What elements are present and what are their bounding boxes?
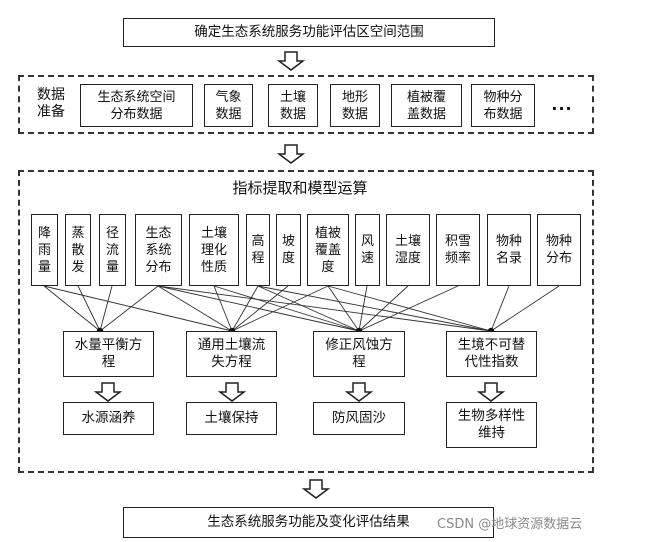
indicator-evapotranspiration: 蒸 散 发 [65, 214, 91, 286]
indicator-link-9 [43, 285, 233, 332]
model-habitat-irreplaceability: 生境不可替 代性指数 [446, 331, 537, 377]
indicator-link-12 [327, 285, 360, 332]
indicator-link-21 [327, 285, 492, 332]
watermark: CSDN @地球资源数据云 [437, 517, 583, 532]
indicator-link-16 [257, 285, 360, 332]
indicator-link-8 [231, 285, 329, 332]
model-section [18, 170, 594, 473]
indicator-soil-properties: 土壤 理化 性质 [189, 214, 239, 286]
indicator-link-5 [213, 285, 233, 332]
indicator-species-list: 物种 名录 [487, 214, 531, 286]
indicator-rainfall: 降 雨 量 [31, 214, 58, 286]
indicator-elevation: 高 程 [246, 214, 270, 286]
data-item-meteorology: 气象 数据 [204, 84, 253, 127]
flow-arrow-2 [276, 144, 306, 164]
model-water-balance: 水量平衡方 程 [63, 331, 154, 377]
indicator-link-19 [490, 285, 560, 332]
indicator-ecosystem-distribution: 生态 系统 分布 [135, 214, 182, 286]
indicator-link-3 [99, 285, 159, 332]
indicator-link-6 [231, 285, 259, 332]
indicator-link-11 [213, 285, 360, 332]
indicator-link-18 [490, 285, 510, 332]
indicator-vegetation-coverage: 植被 覆盖 度 [307, 214, 349, 286]
result-soil-conservation: 土壤保持 [186, 402, 277, 435]
indicator-link-13 [358, 285, 368, 332]
result-water-conservation: 水源涵养 [63, 402, 154, 435]
indicator-link-2 [99, 285, 113, 332]
data-preparation-section [18, 75, 594, 134]
flow-arrow-1 [276, 51, 306, 71]
indicator-runoff: 径 流 量 [99, 214, 126, 286]
result-arrow-1 [93, 382, 123, 402]
indicator-link-1 [77, 285, 101, 332]
data-item-species: 物种分 布数据 [471, 84, 535, 127]
data-preparation-label: 数据 准备 [37, 87, 65, 120]
indicator-link-17 [157, 285, 492, 332]
result-biodiversity: 生物多样性 维持 [446, 402, 537, 448]
data-item-ecosystem: 生态系统空间 分布数据 [80, 84, 193, 127]
data-item-soil: 土壤 数据 [268, 84, 318, 127]
scope-box: 确定生态系统服务功能评估区空间范围 [123, 18, 495, 47]
result-arrow-4 [476, 382, 506, 402]
indicator-link-14 [358, 285, 409, 332]
indicator-species-distribution: 物种 分布 [537, 214, 581, 286]
indicator-snow-frequency: 积雪 频率 [436, 214, 480, 286]
indicator-link-10 [157, 285, 360, 332]
data-item-vegetation: 植被覆 盖数据 [391, 84, 462, 127]
model-rweq: 修正风蚀方 程 [313, 331, 405, 377]
model-usle: 通用土壤流 失方程 [186, 331, 277, 377]
flow-arrow-3 [301, 479, 331, 499]
indicator-slope: 坡 度 [276, 214, 301, 286]
assessment-result-box: 生态系统服务功能及变化评估结果 [123, 507, 494, 538]
indicator-wind-speed: 风 速 [355, 214, 380, 286]
result-sand-fixation: 防风固沙 [313, 402, 405, 435]
data-item-terrain: 地形 数据 [330, 84, 380, 127]
more-data-ellipsis: ... [551, 95, 573, 114]
indicator-link-20 [257, 285, 492, 332]
model-section-title: 指标提取和模型运算 [232, 179, 368, 197]
indicator-link-0 [43, 285, 101, 332]
result-arrow-2 [217, 382, 247, 402]
indicator-soil-moisture: 土壤 湿度 [386, 214, 430, 286]
indicator-link-4 [157, 285, 233, 332]
result-arrow-3 [344, 382, 374, 402]
